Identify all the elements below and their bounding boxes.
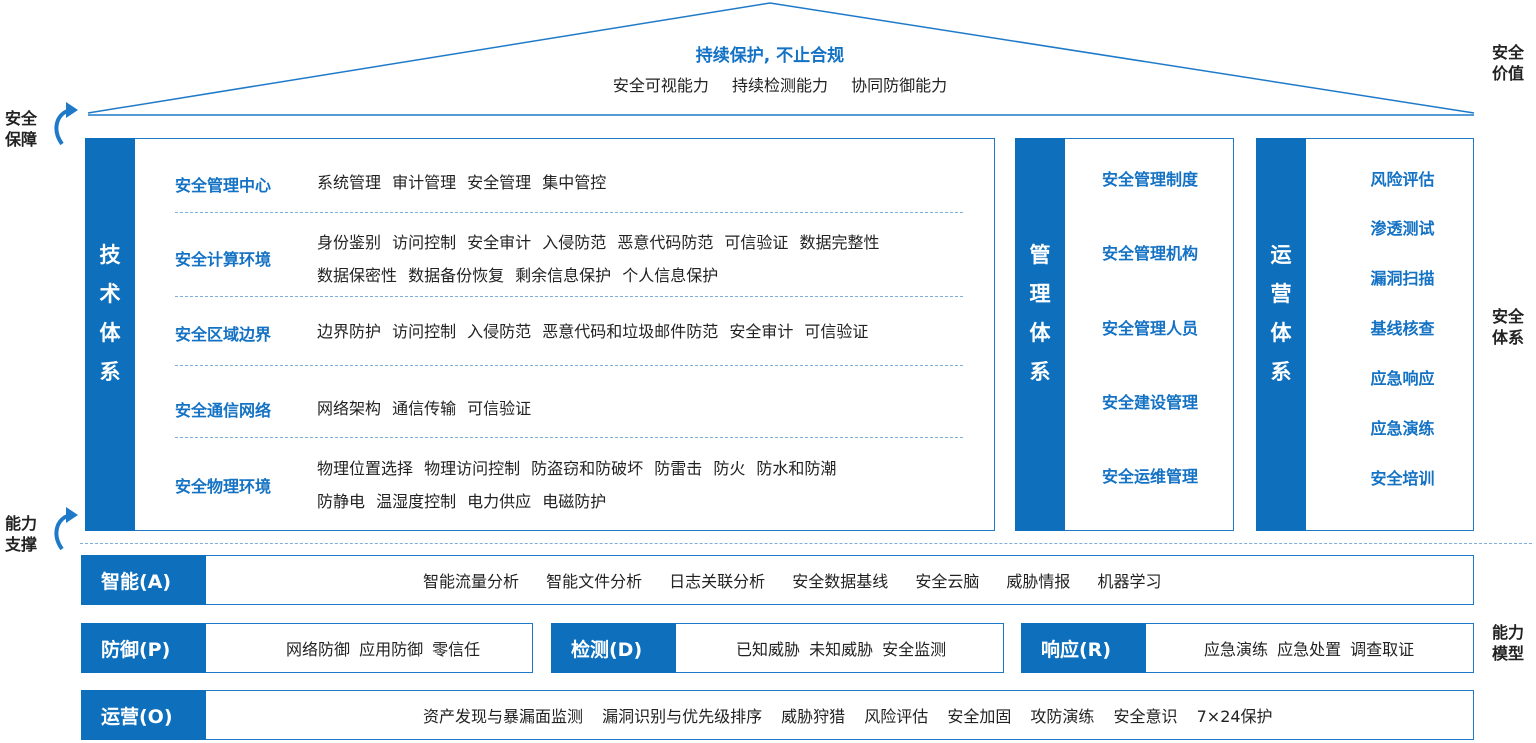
capability-detect-tag: 检测(D) <box>551 623 676 673</box>
mgmt-item: 安全运维管理 <box>1101 467 1198 486</box>
category-compute-env: 安全计算环境 <box>175 250 272 269</box>
category-items: 身份鉴别 访问控制 安全审计 入侵防范 恶意代码防范 可信验证 数据完整性 <box>317 233 880 252</box>
label-security-guarantee: 安全保障 <box>4 109 37 149</box>
ops-system-title: 运营体系 <box>1256 138 1306 531</box>
label-capability-support: 能力支撑 <box>4 514 37 554</box>
row-divider <box>175 437 963 438</box>
mgmt-item: 安全管理制度 <box>1101 170 1198 189</box>
category-mgmt-center: 安全管理中心 <box>175 176 272 195</box>
label-security-system: 安全体系 <box>1491 307 1524 347</box>
capability-operate-text: 资产发现与暴漏面监测 漏洞识别与优先级排序 威胁狩猎 风险评估 安全加固 攻防演… <box>423 707 1273 726</box>
mgmt-item: 安全建设管理 <box>1101 393 1198 412</box>
curved-arrow-icon <box>54 507 78 551</box>
roof-outline <box>87 2 1475 116</box>
row-divider <box>175 212 963 213</box>
category-items: 防静电 温湿度控制 电力供应 电磁防护 <box>317 492 607 511</box>
tech-system-panel <box>85 138 995 531</box>
capability-respond-text: 应急演练 应急处置 调查取证 <box>1204 640 1415 659</box>
ops-item: 漏洞扫描 <box>1370 269 1435 288</box>
category-items: 网络架构 通信传输 可信验证 <box>317 399 532 418</box>
category-region-boundary: 安全区域边界 <box>175 325 272 344</box>
mgmt-system-title: 管理体系 <box>1015 138 1065 531</box>
ops-item: 应急演练 <box>1370 419 1435 438</box>
curved-arrow-icon <box>54 102 78 146</box>
roof-title: 持续保护, 不止合规 <box>695 46 845 66</box>
tech-system-title: 技术体系 <box>85 138 135 531</box>
capability-detect-text: 已知威胁 未知威胁 安全监测 <box>736 640 947 659</box>
ops-item: 应急响应 <box>1370 369 1435 388</box>
ops-item: 基线核查 <box>1370 319 1435 338</box>
category-items: 物理位置选择 物理访问控制 防盗窃和防破坏 防雷击 防火 防水和防潮 <box>317 459 837 478</box>
row-divider <box>175 365 963 366</box>
mgmt-item: 安全管理机构 <box>1101 244 1198 263</box>
category-items: 系统管理 审计管理 安全管理 集中管控 <box>317 173 607 192</box>
capability-operate-row <box>81 690 1474 740</box>
category-items: 数据保密性 数据备份恢复 剩余信息保护 个人信息保护 <box>317 266 719 285</box>
category-comm-network: 安全通信网络 <box>175 401 272 420</box>
mgmt-item: 安全管理人员 <box>1101 319 1198 338</box>
capability-operate-tag: 运营(O) <box>81 690 206 740</box>
capability-defense-text: 网络防御 应用防御 零信任 <box>286 640 481 659</box>
row-divider <box>175 296 963 297</box>
category-items: 边界防护 访问控制 入侵防范 恶意代码和垃圾邮件防范 安全审计 可信验证 <box>317 322 869 341</box>
label-capability-model: 能力模型 <box>1491 623 1524 663</box>
ops-item: 渗透测试 <box>1370 219 1435 238</box>
capability-defense-tag: 防御(P) <box>81 623 206 673</box>
capability-smart-tag: 智能(A) <box>81 555 206 605</box>
label-security-value: 安全价值 <box>1491 43 1524 83</box>
capability-respond-tag: 响应(R) <box>1021 623 1146 673</box>
capability-smart-text: 智能流量分析 智能文件分析 日志关联分析 安全数据基线 安全云脑 威胁情报 机器… <box>423 572 1162 591</box>
capability-smart-row <box>81 555 1474 605</box>
category-physical-env: 安全物理环境 <box>175 477 272 496</box>
ops-item: 风险评估 <box>1370 170 1435 189</box>
roof-subtitle: 安全可视能力 持续检测能力 协同防御能力 <box>612 76 948 95</box>
ops-item: 安全培训 <box>1370 469 1435 488</box>
section-divider <box>80 543 1532 544</box>
